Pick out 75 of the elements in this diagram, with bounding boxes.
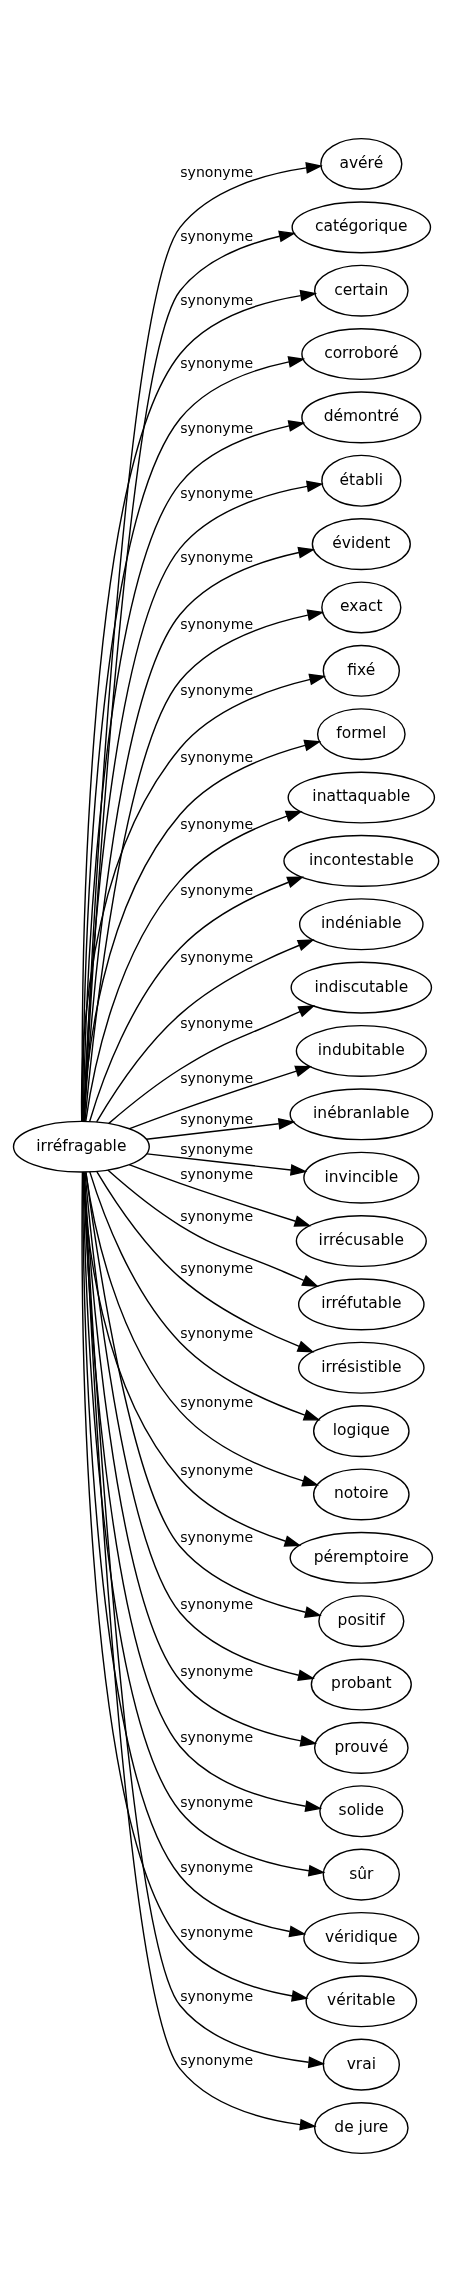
node-ellipse: invincible: [303, 1151, 420, 1204]
arrow: [107, 1168, 319, 1287]
edge-label: synonyme: [180, 1207, 254, 1224]
arrow: [83, 230, 296, 1122]
edge-label: synonyme: [180, 815, 254, 832]
edge-label: synonyme: [180, 1461, 254, 1478]
edge-label: synonyme: [180, 354, 254, 371]
edge-label: synonyme: [180, 1595, 254, 1611]
arrow: [82, 739, 322, 1122]
edge-label: synonyme: [180, 1324, 254, 1341]
edge-label: synonyme: [180, 1069, 254, 1086]
node-ellipse: irréfutable: [297, 1277, 425, 1330]
arrow: [145, 1117, 296, 1140]
node-ellipse: sûr: [322, 1848, 401, 1901]
edge-label: synonyme: [180, 1528, 254, 1545]
node-ellipse: logique: [312, 1404, 410, 1457]
node-ellipse: exact: [321, 580, 402, 633]
edge-label: synonyme: [180, 1987, 254, 2004]
arrow: [95, 938, 315, 1123]
node-ellipse: prouvé: [313, 1721, 409, 1774]
node-ellipse: avéré: [320, 137, 403, 190]
edge-label: synonyme: [180, 1140, 254, 1157]
arrow: [85, 810, 303, 1122]
edge-label: synonyme: [180, 948, 254, 965]
edge-label: synonyme: [180, 1393, 254, 1410]
edge-label: synonyme: [180, 1728, 254, 1745]
node-ellipse: probant: [310, 1658, 412, 1711]
edge-label: synonyme: [180, 1858, 254, 1875]
node-ellipse: corroboré: [301, 327, 422, 380]
edge-label: synonyme: [180, 484, 254, 501]
edge-label: synonyme: [180, 1014, 254, 1031]
node-ellipse: établi: [321, 454, 402, 507]
arrow: [108, 1004, 316, 1124]
edge-label: synonyme: [180, 291, 254, 308]
edge-label: synonyme: [180, 1110, 254, 1127]
edge-label: synonyme: [180, 1793, 254, 1810]
edge-label: synonyme: [180, 227, 254, 244]
node-ellipse: évident: [311, 517, 411, 570]
edge-label: synonyme: [180, 681, 254, 698]
arrow: [146, 1152, 308, 1176]
edge-label: synonyme: [180, 1662, 254, 1679]
node-ellipse: notoire: [312, 1467, 410, 1520]
node-ellipse: véritable: [305, 1974, 418, 2027]
edge-label: synonyme: [180, 419, 254, 436]
node-ellipse: inattaquable: [287, 771, 436, 824]
node-ellipse: fixé: [322, 644, 401, 697]
edge-label: synonyme: [180, 163, 254, 180]
arrow: [85, 1170, 320, 1487]
arrow: [128, 1163, 312, 1227]
edge-label: synonyme: [180, 615, 254, 632]
edge-label: synonyme: [180, 748, 254, 765]
edge-label: synonyme: [180, 2051, 254, 2068]
node-ellipse: certain: [313, 264, 409, 317]
node-ellipse: solide: [319, 1784, 404, 1837]
node-ellipse: positif: [318, 1594, 405, 1647]
node-ellipse: véridique: [303, 1911, 420, 1964]
node-ellipse: de jure: [313, 2101, 409, 2154]
node-ellipse: irréfragable: [12, 1120, 150, 1173]
node-ellipse: péremptoire: [289, 1531, 434, 1584]
arrow: [128, 1065, 313, 1129]
edge-label: synonyme: [180, 881, 254, 898]
node-ellipse: démontré: [301, 390, 422, 443]
node-ellipse: inébranlable: [289, 1087, 434, 1140]
arrow: [83, 161, 323, 1122]
node-ellipse: vrai: [322, 2038, 401, 2091]
node-ellipse: formel: [316, 707, 406, 760]
arrow: [96, 1170, 315, 1352]
edge-label: synonyme: [180, 1259, 254, 1276]
edge-label: synonyme: [180, 548, 254, 565]
node-ellipse: catégorique: [291, 200, 432, 253]
arrow: [89, 1170, 321, 1421]
edge-label: synonyme: [180, 1923, 254, 1940]
edge-label: synonyme: [180, 1165, 254, 1182]
node-ellipse: indiscutable: [290, 961, 433, 1014]
arrow: [89, 876, 305, 1122]
